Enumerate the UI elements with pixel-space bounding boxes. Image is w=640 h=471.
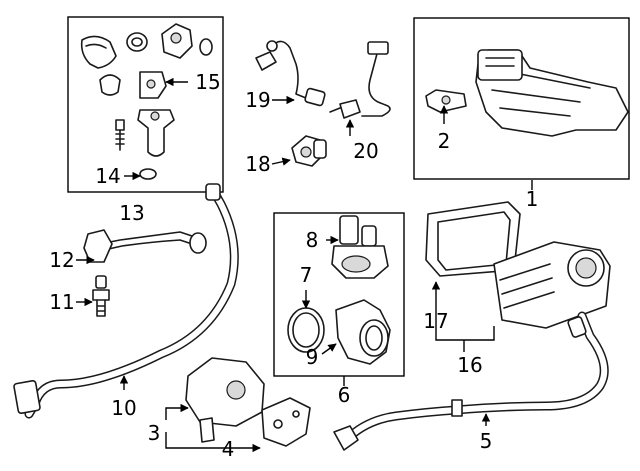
assembly-box-1 — [413, 17, 630, 180]
housing-9 — [335, 299, 391, 365]
callout-11: 11 — [49, 290, 74, 314]
oxygen-sensor-20 — [329, 41, 391, 119]
cooler-16 — [493, 241, 611, 329]
leader-lines — [76, 77, 533, 453]
callout-13: 13 — [119, 201, 144, 225]
callout-19: 19 — [245, 88, 270, 112]
callout-3: 3 — [148, 421, 161, 445]
callout-4: 4 — [222, 437, 235, 461]
callout-18: 18 — [245, 152, 270, 176]
sensor-2 — [425, 89, 467, 113]
callout-5: 5 — [480, 429, 493, 453]
callout-16: 16 — [457, 353, 482, 377]
gasket-4 — [261, 397, 311, 447]
assembly-box-6 — [273, 212, 405, 377]
kit-box-13 — [67, 16, 224, 193]
callout-8: 8 — [306, 228, 319, 252]
thermostat-housing-8 — [331, 215, 389, 279]
callout-1: 1 — [526, 187, 539, 211]
callout-15: 15 — [195, 70, 220, 94]
oxygen-sensor-19 — [255, 40, 326, 107]
hose-12 — [83, 229, 207, 263]
hose-5 — [333, 311, 609, 451]
callout-17: 17 — [423, 309, 448, 333]
kit-13-parts — [80, 23, 213, 180]
canister-1 — [475, 49, 629, 137]
sensor-18 — [291, 135, 327, 167]
callout-12: 12 — [49, 248, 74, 272]
hose-10 — [13, 183, 239, 419]
valve-3 — [185, 357, 265, 443]
sensor-11 — [92, 275, 110, 317]
gasket-17 — [425, 201, 521, 277]
callout-6: 6 — [338, 383, 351, 407]
callout-10: 10 — [111, 396, 136, 420]
callout-7: 7 — [300, 263, 313, 287]
callout-20: 20 — [353, 139, 378, 163]
callout-2: 2 — [438, 129, 451, 153]
callout-9: 9 — [306, 345, 319, 369]
callout-14: 14 — [95, 164, 120, 188]
